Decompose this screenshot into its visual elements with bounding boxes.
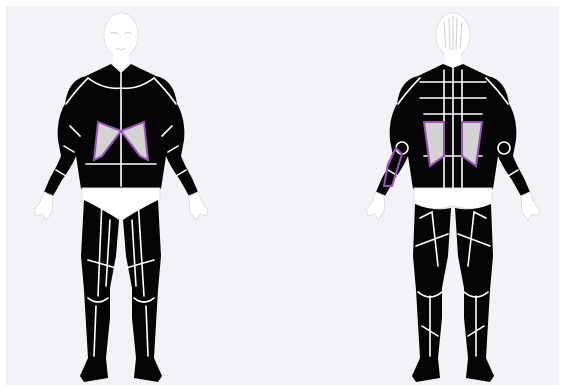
front-right-foot: [134, 358, 162, 382]
back-right-elbow-icon: [498, 142, 510, 154]
front-right-arm[interactable]: [166, 102, 198, 196]
front-left-leg[interactable]: [81, 200, 119, 364]
front-right-hand: [189, 192, 208, 220]
back-right-leg[interactable]: [455, 204, 493, 364]
back-head: [436, 13, 470, 68]
back-briefs: [414, 188, 492, 209]
back-left-elbow-icon: [396, 142, 408, 154]
back-right-foot: [466, 358, 494, 382]
back-right-hand: [521, 192, 540, 220]
front-left-arm[interactable]: [44, 102, 76, 196]
back-left-leg[interactable]: [413, 204, 451, 364]
back-left-foot: [412, 358, 440, 382]
front-head: [104, 13, 138, 68]
body-map-panel: [6, 6, 559, 385]
front-body-figure: [26, 6, 216, 385]
back-body-figure: [358, 6, 548, 385]
back-left-hand: [366, 192, 385, 220]
front-left-hand: [34, 192, 53, 220]
front-left-foot: [80, 358, 108, 382]
front-right-leg[interactable]: [123, 200, 161, 364]
